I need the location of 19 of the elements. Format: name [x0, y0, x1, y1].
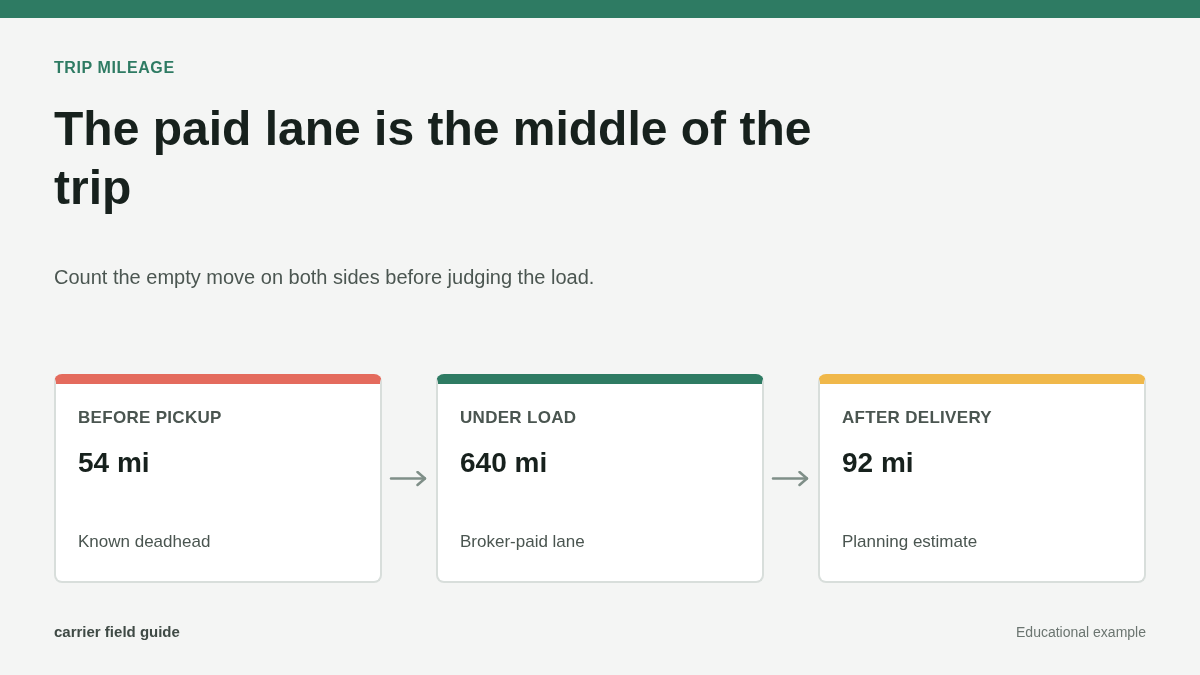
section-label: UNDER LOAD: [460, 408, 577, 428]
subtitle: Count the empty move on both sides before judging the load.: [54, 265, 595, 289]
arrow: [389, 470, 427, 487]
title: The paid lane is the middle of the trip: [54, 101, 813, 216]
mileage-card: [436, 374, 764, 583]
mileage-card: [818, 374, 1146, 583]
footer-text: carrier field guide: [54, 623, 180, 641]
note-text: Planning estimate: [842, 532, 978, 552]
eyebrow-label: TRIP MILEAGE: [54, 58, 175, 78]
arrow: [771, 470, 809, 487]
section-label: AFTER DELIVERY: [842, 408, 992, 428]
mileage-value: 92 mi: [842, 446, 914, 480]
note-text: Broker-paid lane: [460, 532, 585, 552]
mileage-value: 640 mi: [460, 446, 548, 480]
mileage-value: 54 mi: [78, 446, 150, 480]
footer-note: Educational example: [1016, 623, 1146, 641]
note-text: Known deadhead: [78, 532, 211, 552]
mileage-card: [54, 374, 382, 583]
section-label: BEFORE PICKUP: [78, 408, 222, 428]
